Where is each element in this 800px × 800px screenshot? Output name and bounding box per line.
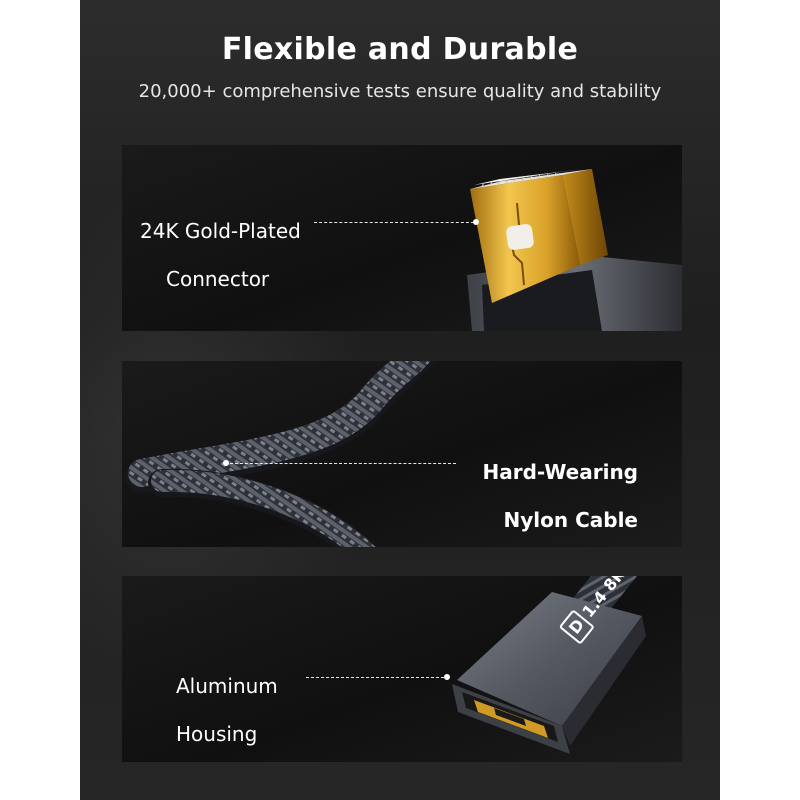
feature-label-line: Hard-Wearing (482, 460, 639, 484)
feature-label-line: Connector (166, 267, 270, 291)
callout-dot (444, 674, 450, 680)
feature-label-line: Aluminum (176, 674, 278, 698)
feature-panel-housing: D1.4 8K Aluminum Housing (122, 576, 682, 762)
feature-label-cable: Hard-Wearing Nylon Cable (483, 436, 639, 547)
callout-leader-line (306, 677, 444, 678)
callout-leader-line (314, 222, 474, 223)
feature-label-line: Nylon Cable (503, 508, 638, 532)
braided-cable-illustration (125, 361, 436, 547)
callout-dot (473, 219, 479, 225)
feature-label-housing: Aluminum Housing (176, 650, 278, 762)
callout-dot (223, 460, 229, 466)
gold-connector-illustration (467, 169, 682, 331)
aluminum-housing-illustration (452, 576, 646, 754)
feature-label-line: 24K Gold-Plated (140, 219, 301, 243)
feature-panel-connector: 24K Gold-Plated Connector (122, 145, 682, 331)
product-infographic: Flexible and Durable 20,000+ comprehensi… (80, 0, 720, 800)
callout-leader-line (230, 463, 456, 464)
page-title: Flexible and Durable (221, 32, 579, 67)
feature-label-connector: 24K Gold-Plated Connector (140, 195, 301, 315)
feature-panel-cable: Hard-Wearing Nylon Cable (122, 361, 682, 547)
feature-label-line: Housing (176, 722, 258, 746)
page-subtitle: 20,000+ comprehensive tests ensure quali… (138, 81, 662, 102)
